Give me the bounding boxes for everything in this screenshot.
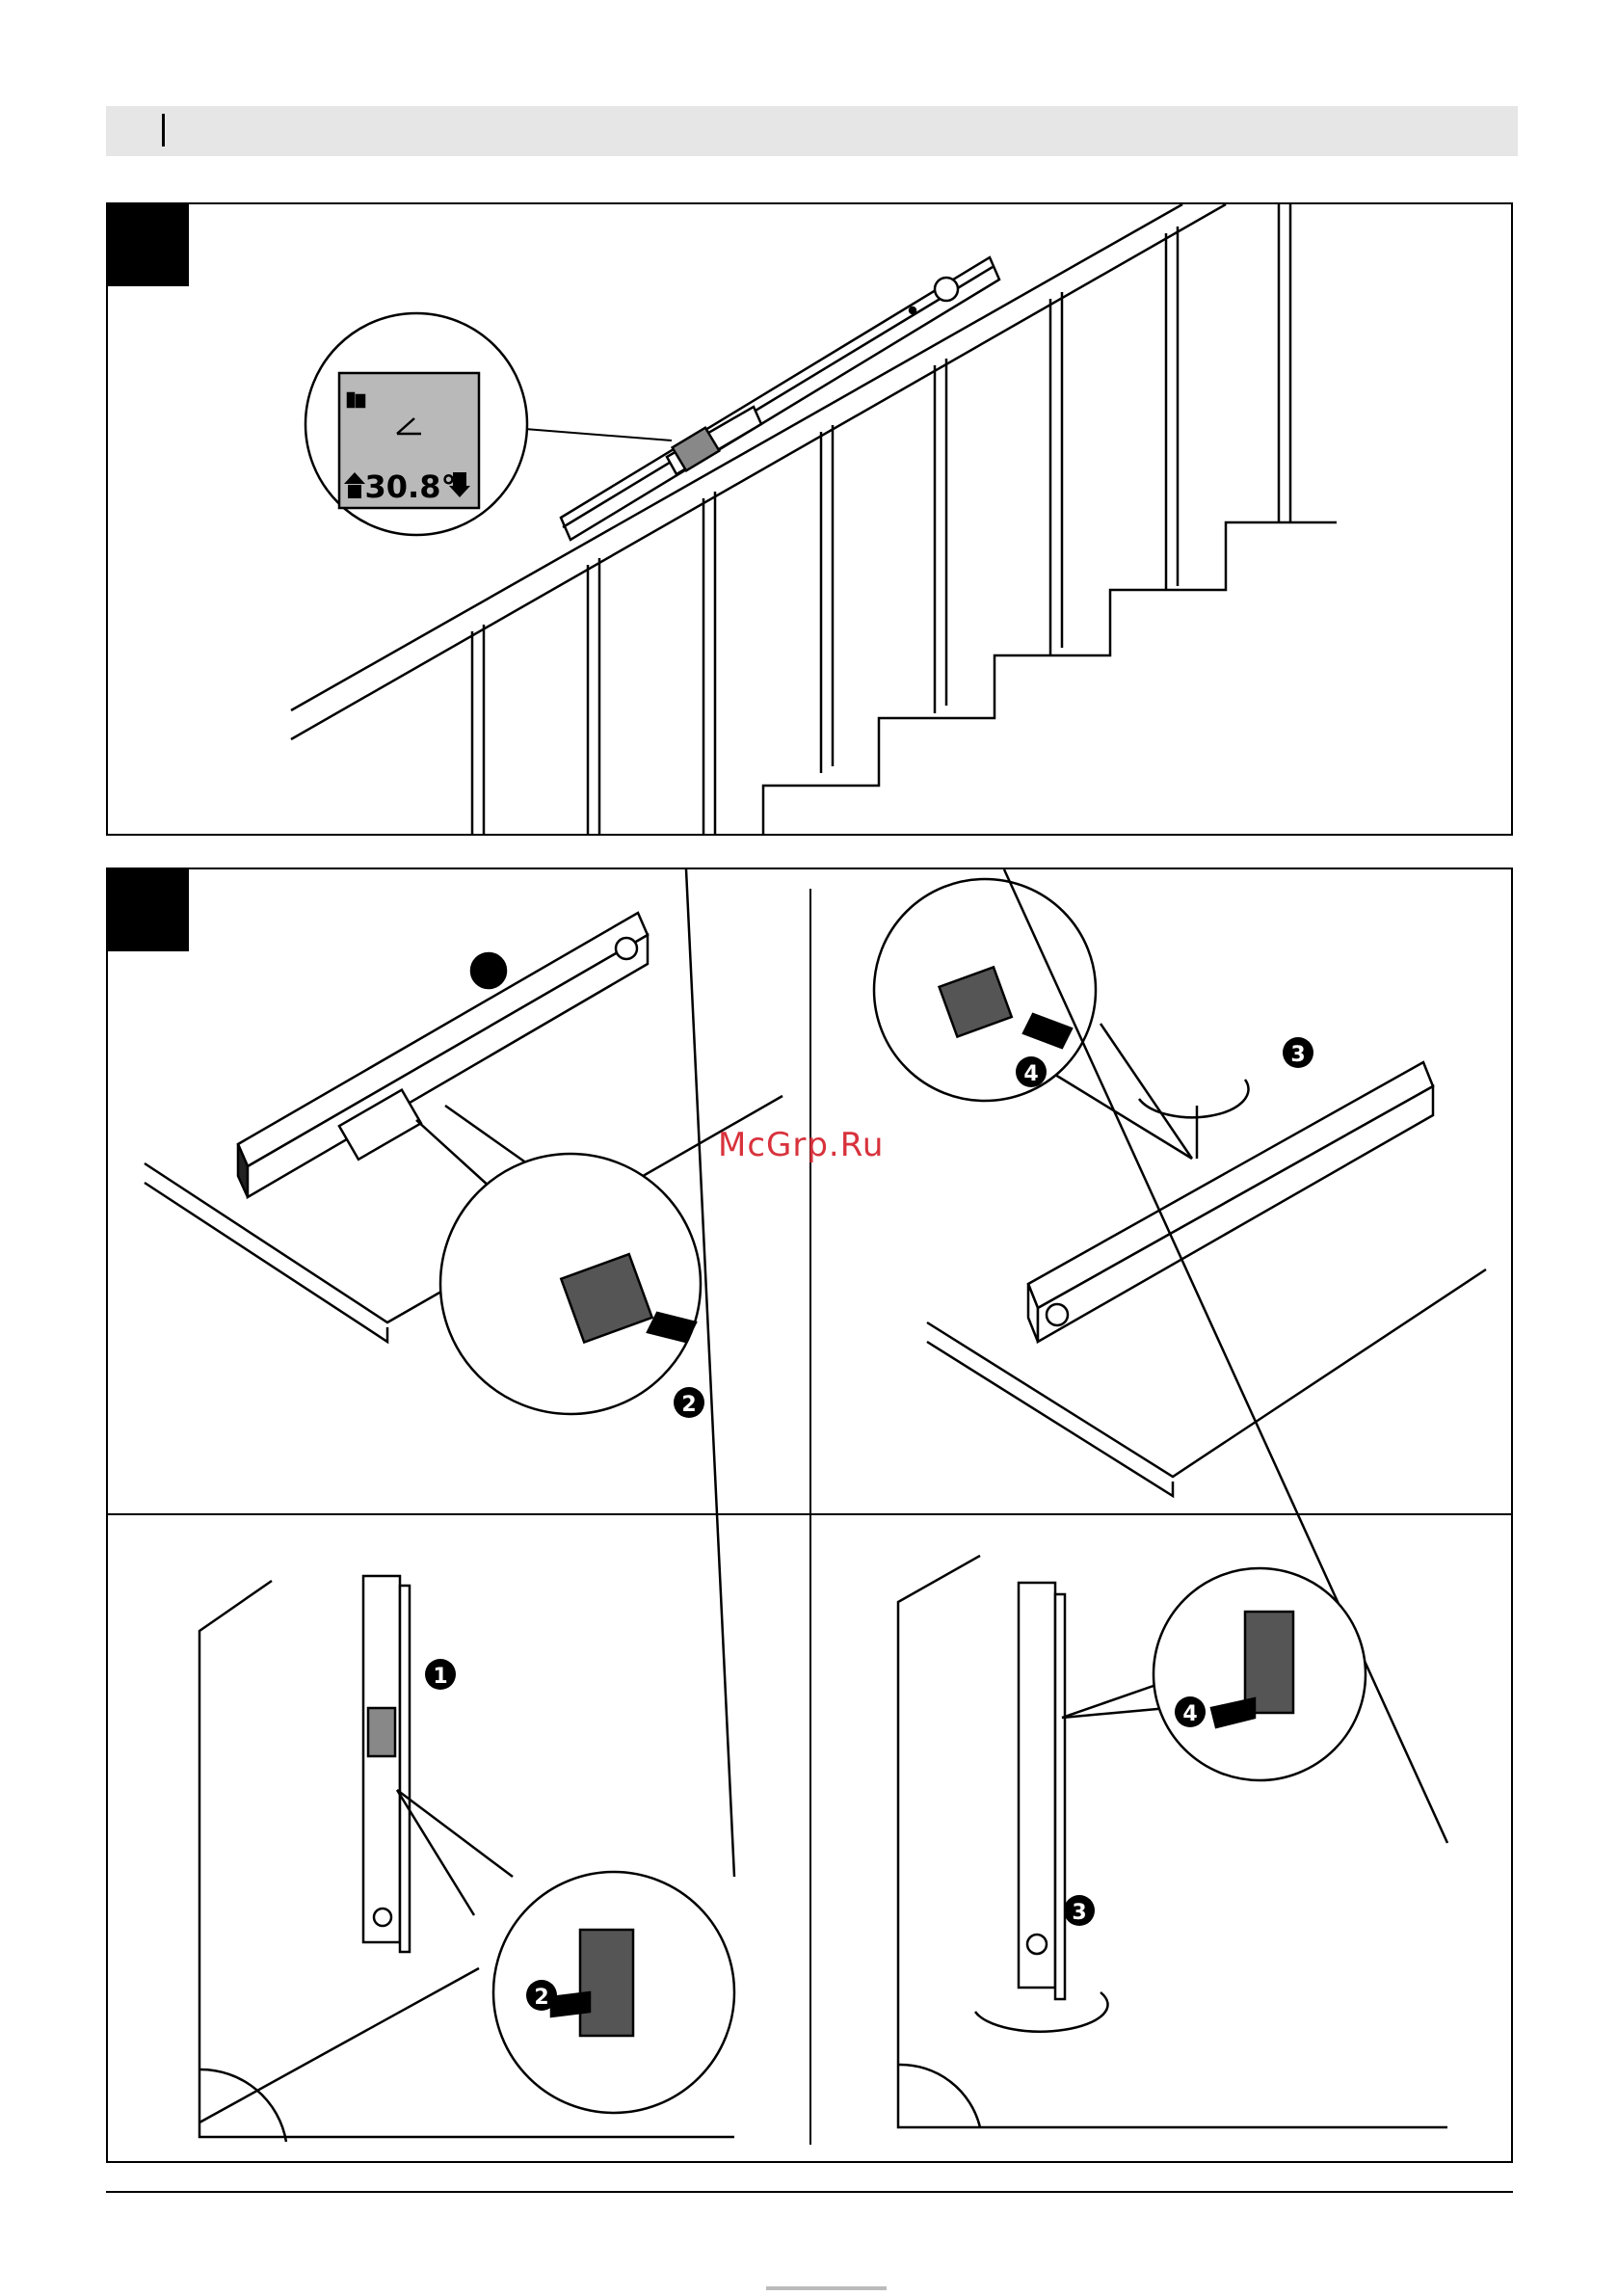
footer-rule — [106, 2191, 1513, 2193]
callout-2-q3: 2 — [526, 1980, 557, 2011]
level-vertical-3 — [363, 1576, 400, 1942]
svg-text:2: 2 — [534, 1986, 548, 2010]
callout-dot-1 — [471, 953, 506, 988]
callout-3-q2: 3 — [1283, 1037, 1313, 1068]
figure-b-calibration: 2 4 3 1 2 4 3 — [106, 868, 1513, 2163]
svg-text:2: 2 — [681, 1393, 696, 1417]
callout-1-q3: 1 — [425, 1659, 456, 1690]
page-header-bar — [106, 106, 1518, 156]
svg-text:3: 3 — [1072, 1901, 1086, 1925]
svg-text:4: 4 — [1182, 1702, 1197, 1726]
rotate-arrow-2 — [975, 1992, 1108, 2032]
table-edge-2 — [927, 1269, 1486, 1477]
svg-text:1: 1 — [433, 1665, 447, 1689]
level-vertical-4 — [1019, 1583, 1055, 1988]
stair-illustration: 30.8° — [108, 204, 1511, 834]
calibration-illustration: 2 4 3 1 2 4 3 — [108, 869, 1511, 2161]
lcd-angle-reading: 30.8° — [365, 468, 457, 505]
footer-mark — [766, 2286, 887, 2290]
level-horizontal-1 — [238, 913, 648, 1166]
callout-3-q4: 3 — [1064, 1895, 1095, 1926]
rotate-arrow-1 — [1139, 1080, 1249, 1117]
callout-4-q2: 4 — [1016, 1056, 1047, 1087]
svg-text:4: 4 — [1023, 1062, 1038, 1086]
figure-a-stair-measurement: 30.8° — [106, 202, 1513, 836]
callout-2-q1: 2 — [674, 1387, 704, 1418]
svg-text:3: 3 — [1290, 1043, 1305, 1067]
callout-4-q4: 4 — [1175, 1696, 1206, 1727]
header-marker — [162, 114, 165, 147]
level-horizontal-2 — [1028, 1062, 1433, 1308]
watermark-text: McGrp.Ru — [718, 1126, 884, 1164]
